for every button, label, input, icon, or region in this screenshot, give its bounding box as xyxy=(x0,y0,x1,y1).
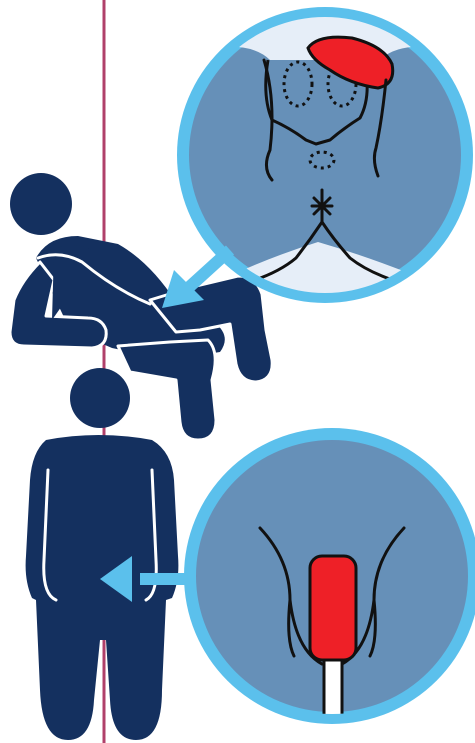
inset-scrotal-view xyxy=(184,428,475,730)
standing-person-icon xyxy=(26,368,179,740)
